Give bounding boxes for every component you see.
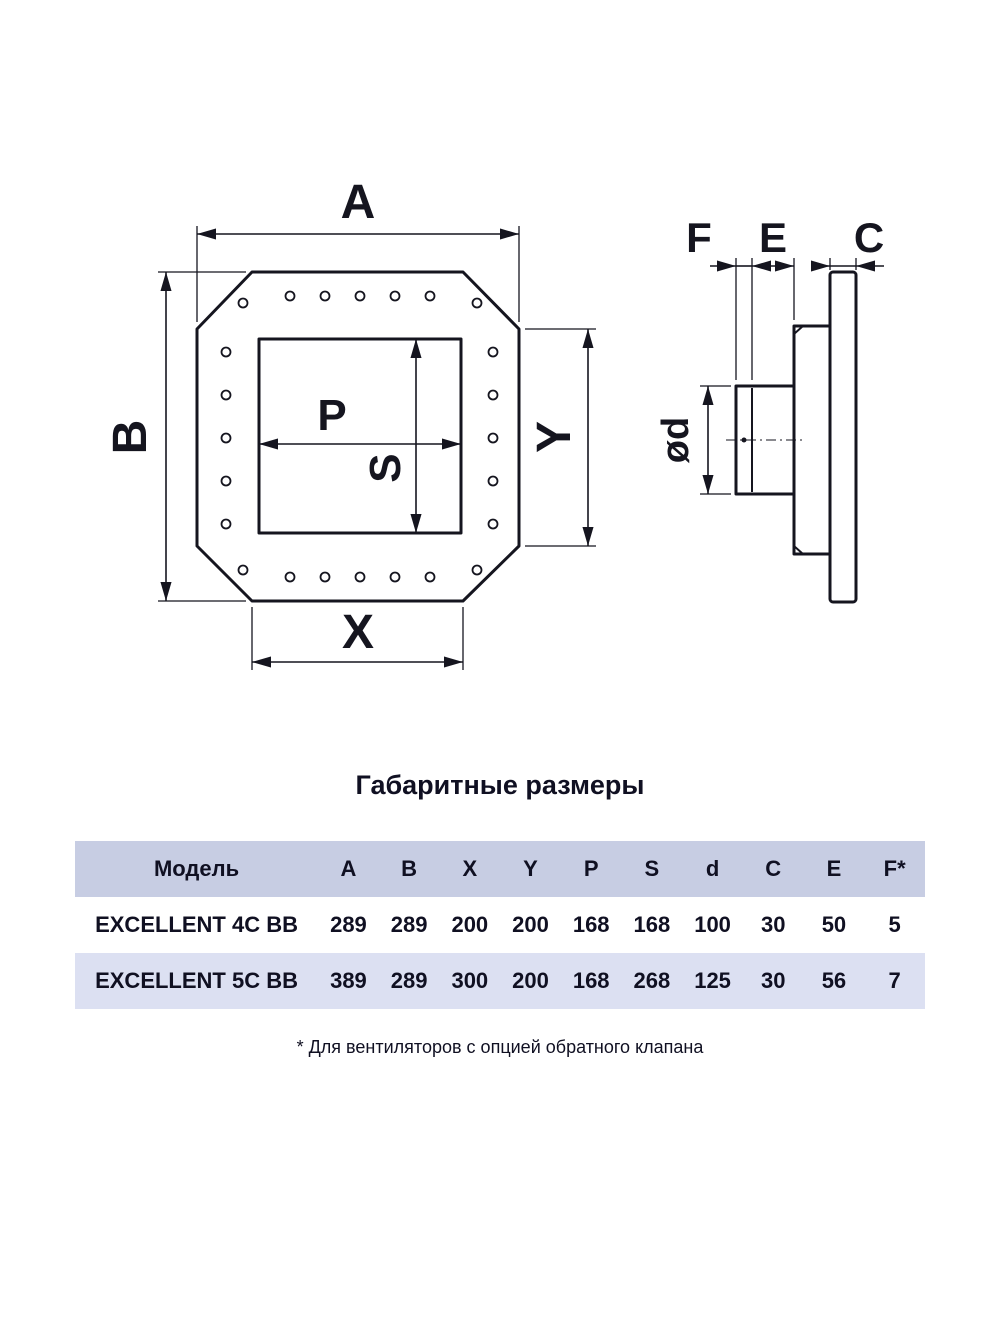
- dim-y: Y: [525, 328, 596, 547]
- front-view: A B X Y P S: [104, 176, 596, 670]
- side-view: ød F E C: [655, 214, 884, 604]
- col-header-y: Y: [523, 856, 538, 881]
- dimension-value: 30: [761, 968, 786, 993]
- mounting-hole: [487, 389, 499, 401]
- mounting-hole: [220, 518, 232, 530]
- dimension-value: 268: [633, 968, 671, 993]
- dimension-value: 289: [390, 912, 428, 937]
- duct-opening: [257, 337, 463, 535]
- model-name: EXCELLENT 4C BB: [95, 912, 298, 937]
- dim-label-s: S: [361, 453, 410, 482]
- table-container: Модель A B X Y P S d C E F* EXCELLENT 4C…: [0, 841, 1000, 1009]
- col-header-model: Модель: [153, 856, 240, 881]
- col-header-d: d: [705, 856, 720, 881]
- dimension-value: 30: [761, 912, 786, 937]
- dimension-value: 200: [512, 968, 549, 993]
- col-header-p: P: [583, 856, 599, 881]
- table-row: EXCELLENT 4C BB 289 289 200 200 168 168 …: [75, 897, 925, 953]
- mounting-hole: [354, 290, 366, 302]
- dim-d: ød: [655, 385, 731, 495]
- dimension-drawing: A B X Y P S: [104, 176, 884, 670]
- col-header-f: F*: [883, 856, 906, 881]
- body-chamfer: [793, 545, 804, 555]
- dimension-value: 168: [633, 912, 671, 937]
- mounting-hole: [487, 518, 499, 530]
- dim-b: B: [104, 271, 246, 602]
- mounting-hole: [424, 290, 436, 302]
- mounting-hole: [220, 475, 232, 487]
- dimension-value: 289: [330, 912, 367, 937]
- dimension-value: 100: [694, 912, 731, 937]
- dim-label-c: C: [854, 214, 884, 261]
- table-footnote: * Для вентиляторов с опцией обратного кл…: [296, 1037, 704, 1057]
- section-title: Габаритные размеры: [355, 770, 645, 800]
- dimension-value: 50: [821, 912, 847, 937]
- mounting-hole: [284, 290, 296, 302]
- col-header-c: C: [765, 856, 782, 881]
- dim-label-f: F: [686, 214, 712, 261]
- mounting-hole: [220, 346, 232, 358]
- dim-fec: F E C: [686, 214, 884, 380]
- dim-x: X: [251, 606, 464, 670]
- dim-a: A: [196, 176, 520, 322]
- dimension-value: 125: [694, 968, 731, 993]
- dim-label-p: P: [317, 391, 346, 440]
- col-header-x: X: [462, 856, 478, 881]
- fan-body: [792, 324, 832, 556]
- axis-dot: [741, 437, 747, 443]
- mounting-hole: [220, 389, 232, 401]
- mounting-hole: [319, 571, 331, 583]
- dim-label-b: B: [104, 420, 157, 455]
- mounting-hole: [237, 297, 249, 309]
- col-header-a: A: [340, 856, 357, 881]
- mounting-hole: [354, 571, 366, 583]
- dim-label-e: E: [759, 214, 787, 261]
- dimension-value: 5: [888, 912, 901, 937]
- mounting-hole: [487, 346, 499, 358]
- table-header-row: Модель A B X Y P S d C E F*: [75, 841, 925, 897]
- model-name: EXCELLENT 5C BB: [95, 968, 298, 993]
- mounting-hole: [220, 432, 232, 444]
- body-chamfer: [793, 325, 804, 335]
- wall-plate: [828, 270, 858, 604]
- flange-outline: [195, 270, 521, 603]
- dim-label-x: X: [342, 606, 374, 659]
- col-header-s: S: [644, 856, 660, 881]
- mounting-hole: [424, 571, 436, 583]
- dimension-value: 7: [888, 968, 901, 993]
- col-header-e: E: [826, 856, 842, 881]
- mounting-holes: [220, 290, 499, 583]
- dim-label-d: ød: [655, 417, 697, 463]
- table-row: EXCELLENT 5C BB 389 289 300 200 168 268 …: [75, 953, 925, 1009]
- dimension-value: 168: [572, 912, 610, 937]
- dim-p: P: [259, 391, 461, 450]
- dimension-value: 289: [390, 968, 428, 993]
- mounting-hole: [471, 297, 483, 309]
- dimension-value: 168: [572, 968, 610, 993]
- dimension-value: 389: [330, 968, 367, 993]
- mounting-hole: [471, 564, 483, 576]
- dimensions-table: Модель A B X Y P S d C E F* EXCELLENT 4C…: [75, 841, 925, 1009]
- dimension-value: 56: [821, 968, 847, 993]
- mounting-hole: [319, 290, 331, 302]
- dim-label-a: A: [341, 176, 376, 229]
- dim-label-y: Y: [528, 421, 581, 453]
- col-header-b: B: [401, 856, 418, 881]
- mounting-hole: [284, 571, 296, 583]
- dimension-value: 300: [451, 968, 489, 993]
- dimension-value: 200: [512, 912, 549, 937]
- mounting-hole: [389, 571, 401, 583]
- dimension-value: 200: [451, 912, 489, 937]
- mounting-hole: [487, 432, 499, 444]
- mounting-hole: [487, 475, 499, 487]
- mounting-hole: [389, 290, 401, 302]
- mounting-hole: [237, 564, 249, 576]
- dim-s: S: [361, 339, 422, 533]
